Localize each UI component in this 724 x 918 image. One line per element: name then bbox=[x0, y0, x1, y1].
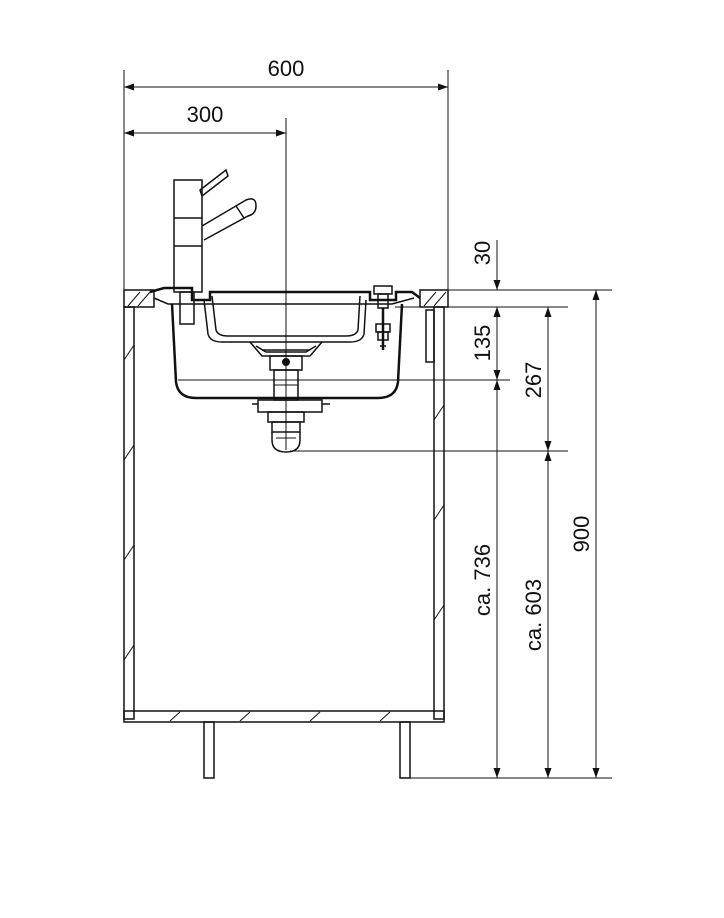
dimension-label-300: 300 bbox=[187, 102, 224, 127]
dimension-label-736: ca. 736 bbox=[470, 544, 495, 616]
dimension-label-30: 30 bbox=[470, 241, 495, 265]
faucet bbox=[173, 168, 257, 325]
dimension-label-267: 267 bbox=[521, 362, 546, 399]
drain-trap bbox=[249, 341, 330, 453]
vertical-dimensions: 30 135 ca. 736 267 ca. 603 900 bbox=[290, 240, 612, 779]
dimension-label-900: 900 bbox=[569, 516, 594, 553]
cabinet bbox=[123, 306, 445, 779]
dimension-half-width: 300 bbox=[124, 102, 287, 450]
sink bbox=[149, 285, 421, 400]
dimension-total-width: 600 bbox=[123, 56, 449, 290]
dimension-label-600: 600 bbox=[268, 56, 305, 81]
dimension-label-135: 135 bbox=[470, 325, 495, 362]
dimension-label-603: ca. 603 bbox=[521, 579, 546, 651]
